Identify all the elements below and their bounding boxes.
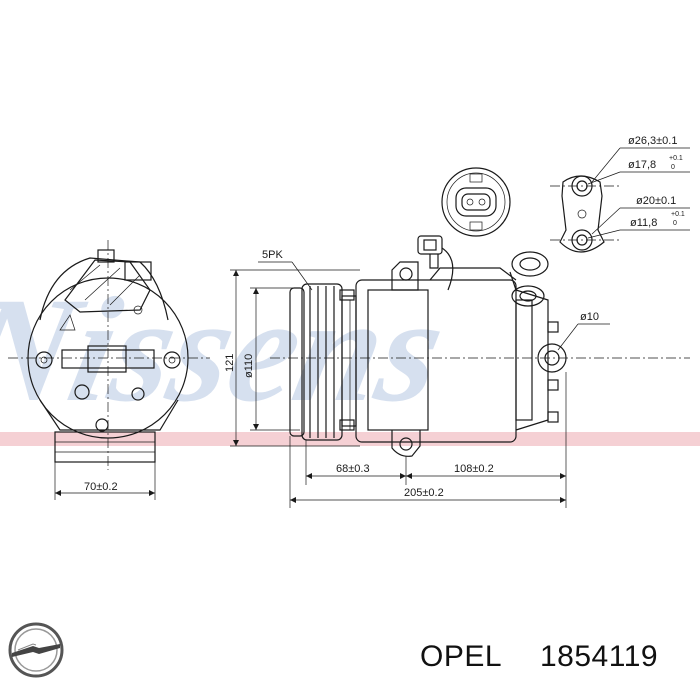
opel-logo-icon — [8, 622, 64, 678]
dim-length-108: 108±0.2 — [454, 463, 494, 475]
dim-fitting-d26: ø26,3±0.1 — [628, 135, 677, 147]
connector-detail — [441, 167, 511, 237]
dim-fitting-d11: ø11,8 — [630, 217, 657, 229]
dim-fitting-d17: ø17,8 — [628, 159, 656, 171]
dim-belt-5pk: 5PK — [262, 249, 283, 261]
dim-fitting-d17-tol-lower: 0 — [671, 164, 675, 171]
front-view — [270, 235, 690, 457]
side-view — [8, 240, 210, 500]
dim-mount-d10: ø10 — [580, 311, 599, 323]
dim-length-68: 68±0.3 — [336, 463, 370, 475]
part-number: 1854119 — [540, 640, 659, 673]
dimension-lines — [230, 261, 610, 508]
dim-fitting-d20: ø20±0.1 — [636, 195, 676, 207]
dim-pulley-110: ø110 — [243, 354, 255, 378]
dim-fitting-d11-tol-upper: +0.1 — [671, 211, 685, 218]
dim-height-121: 121 — [224, 354, 236, 372]
compressor-technical-drawing: Nissens 70±0.2 — [0, 135, 700, 508]
dim-fitting-d17-tol-upper: +0.1 — [669, 155, 683, 162]
fitting-detail — [550, 147, 690, 253]
dim-fitting-d11-tol-lower: 0 — [673, 220, 677, 227]
brand-name: OPEL — [420, 640, 503, 673]
dim-length-205: 205±0.2 — [404, 487, 444, 499]
dim-width-70: 70±0.2 — [84, 481, 118, 493]
watermark-band — [0, 432, 700, 446]
